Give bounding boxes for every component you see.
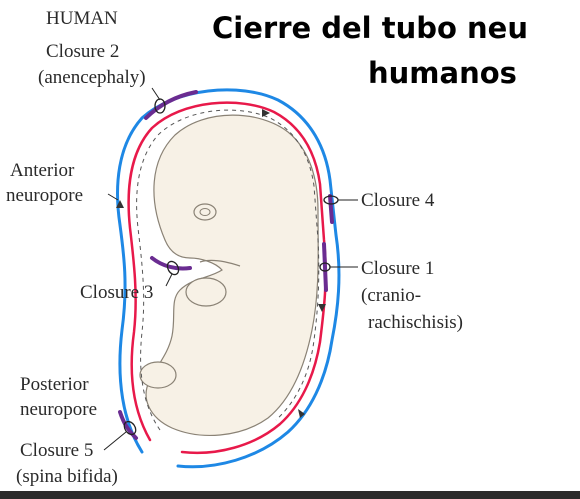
title-line-1: Cierre del tubo neu	[212, 11, 528, 45]
arrow-posterior	[298, 409, 305, 418]
closure-2-segment	[144, 90, 198, 120]
closure-1-label: Closure 1	[361, 258, 434, 279]
closure-2-marker	[154, 98, 166, 114]
embryo-body	[145, 114, 319, 436]
closure-4-segment	[328, 194, 334, 224]
anterior-neuropore-label-2: neuropore	[6, 185, 83, 206]
arrow-right-lower	[318, 304, 326, 312]
closure-5-label: Closure 5	[20, 440, 93, 461]
closure-1-sublabel-1: (cranio-	[361, 285, 421, 306]
anterior-neuropore-label-1: Anterior	[10, 160, 75, 181]
outer-blue-contour	[116, 88, 341, 469]
leader-closure-2	[151, 87, 161, 101]
closure-3-marker	[166, 260, 180, 276]
closure-2-sublabel: (anencephaly)	[38, 67, 146, 88]
lower-limb-bud	[139, 361, 177, 389]
closure-1-sublabel-2: rachischisis)	[368, 312, 463, 333]
inner-red-contour	[127, 101, 327, 455]
leader-closure-3	[165, 273, 173, 287]
posterior-neuropore-label-1: Posterior	[20, 374, 89, 395]
arrow-anterior	[116, 200, 124, 208]
closure-5-segment	[118, 410, 138, 440]
posterior-neuropore-label-2: neuropore	[20, 399, 97, 420]
arrow-top-right	[262, 109, 270, 117]
bottom-bar	[0, 491, 580, 499]
eye-outer	[193, 203, 217, 221]
dashed-midline	[136, 109, 320, 431]
leader-anterior	[107, 193, 119, 201]
closure-1-segment	[322, 242, 328, 292]
eye-inner	[199, 208, 211, 216]
title-line-2: humanos	[368, 56, 517, 90]
leader-closure-5	[103, 431, 127, 451]
closure-5-sublabel: (spina bifida)	[16, 466, 118, 487]
species-label: HUMAN	[46, 8, 118, 29]
closure-4-label: Closure 4	[361, 190, 435, 211]
pharyngeal-arch	[199, 259, 241, 267]
closure-5-marker	[123, 420, 137, 436]
closure-3-label: Closure 3	[80, 282, 153, 303]
closure-3-segment	[150, 256, 192, 271]
upper-limb-bud	[185, 277, 227, 307]
closure-2-label: Closure 2	[46, 41, 119, 62]
